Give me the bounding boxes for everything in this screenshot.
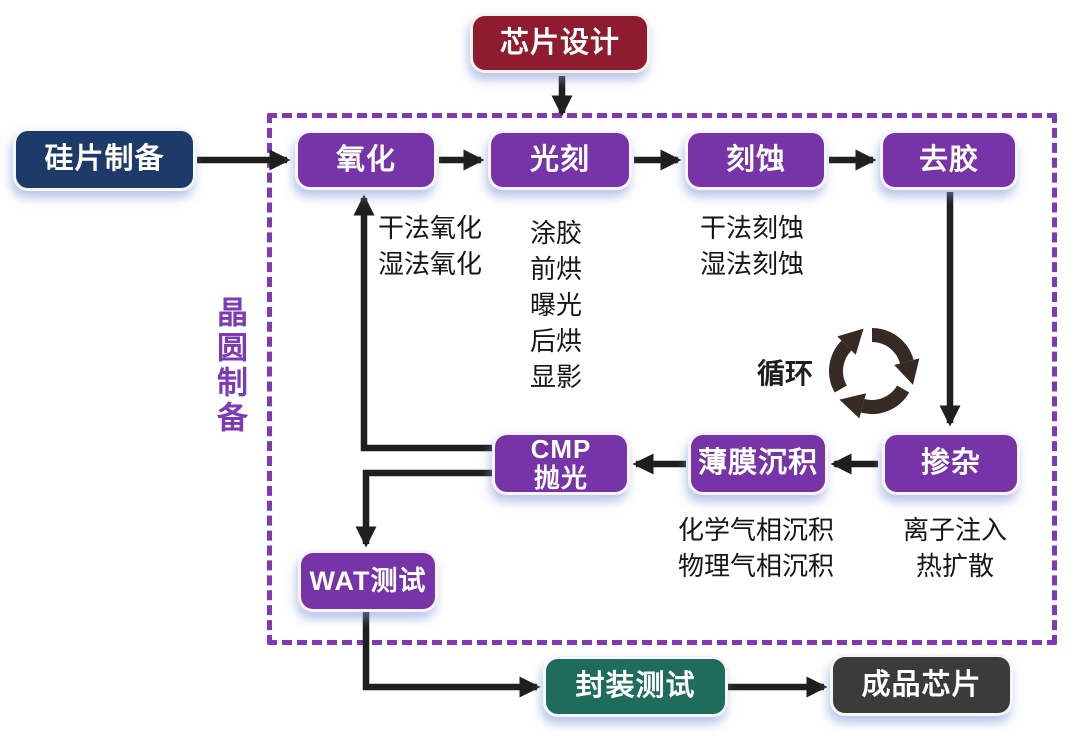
node-doping: 掺杂 (882, 432, 1020, 495)
deposition-methods-list: 化学气相沉积 物理气相沉积 (678, 512, 834, 584)
node-wat-test: WAT测试 (298, 550, 438, 612)
node-cmp-polish: CMP 抛光 (492, 432, 630, 495)
annotation-line: 物理气相沉积 (678, 551, 835, 581)
cycle-label: 循环 (757, 358, 814, 389)
node-finished-chip: 成品芯片 (830, 654, 1013, 716)
annotation-line: 涂胶 (530, 218, 583, 248)
node-oxidation: 氧化 (295, 130, 437, 190)
wafer-fab-region-border (267, 113, 1057, 645)
cmp-label-line2: 抛光 (533, 462, 588, 493)
annotation-line: 显影 (530, 362, 583, 392)
annotation-line: 离子注入 (902, 515, 1007, 545)
doping-methods-list: 离子注入 热扩散 (880, 512, 1030, 584)
annotation-line: 干法氧化 (378, 213, 483, 243)
oxidation-methods-list: 干法氧化 湿法氧化 (378, 210, 482, 282)
annotation-line: 曝光 (530, 290, 583, 320)
node-chip-design: 芯片设计 (470, 13, 650, 73)
etch-methods-list: 干法刻蚀 湿法刻蚀 (700, 210, 804, 282)
annotation-line: 湿法刻蚀 (700, 249, 805, 279)
annotation-line: 化学气相沉积 (678, 515, 835, 545)
node-package-test: 封装测试 (543, 656, 728, 717)
wafer-fab-region-label: 晶圆制备 (212, 296, 247, 436)
node-resist-strip: 去胶 (880, 130, 1018, 190)
node-thin-film-deposition: 薄膜沉积 (688, 432, 828, 495)
cmp-label-line1: CMP (530, 433, 592, 464)
annotation-line: 前烘 (530, 254, 583, 284)
annotation-line: 热扩散 (915, 551, 994, 581)
node-lithography: 光刻 (488, 130, 632, 190)
annotation-line: 湿法氧化 (378, 249, 483, 279)
node-wafer-prep: 硅片制备 (13, 128, 196, 191)
node-etching: 刻蚀 (685, 130, 827, 190)
litho-steps-list: 涂胶 前烘 曝光 后烘 显影 (530, 215, 582, 395)
annotation-line: 干法刻蚀 (700, 213, 805, 243)
annotation-line: 后烘 (530, 326, 583, 356)
